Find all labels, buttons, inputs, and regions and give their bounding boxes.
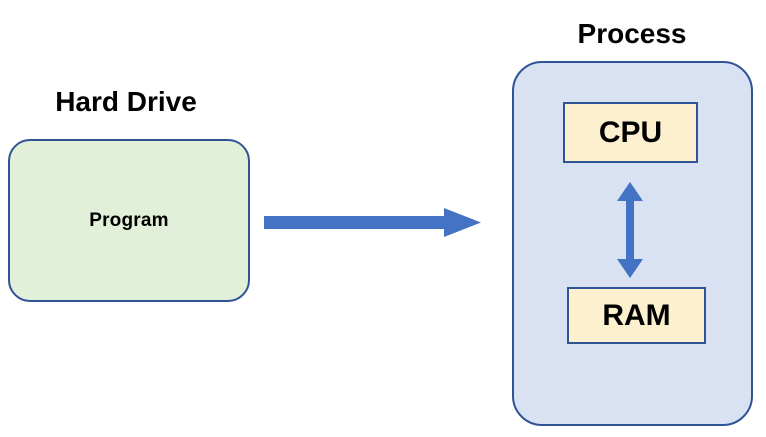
hard-drive-to-process-arrow	[264, 208, 481, 237]
hard-drive-title: Hard Drive	[55, 86, 197, 117]
hard-drive-container[interactable]: Program	[8, 139, 250, 302]
ram-box[interactable]: RAM	[567, 287, 706, 344]
process-title: Process	[577, 18, 687, 49]
program-label: Program	[89, 209, 169, 231]
cpu-ram-bidirectional-arrow	[617, 182, 643, 278]
cpu-box[interactable]: CPU	[563, 102, 698, 163]
